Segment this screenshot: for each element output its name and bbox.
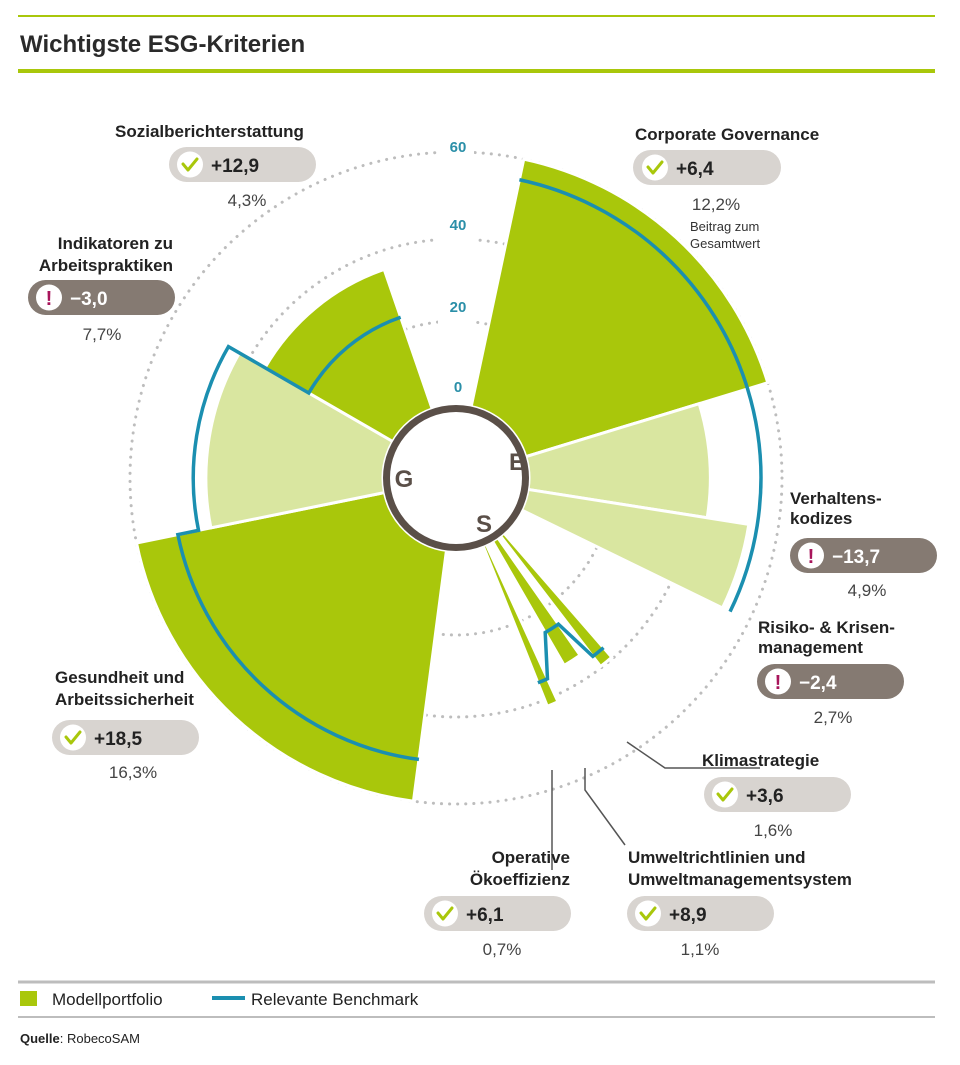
svg-text:+3,6: +3,6 [746,786,784,807]
svg-text:−2,4: −2,4 [799,673,837,694]
svg-text:−13,7: −13,7 [832,547,880,568]
pill-risiko: ! −2,4 [757,664,904,699]
check-icon [716,787,734,802]
label-gesundheit-1: Gesundheit und [55,668,184,687]
label-verhaltenskodizes-1: Verhaltens- [790,489,882,508]
label-risiko-2: management [758,638,863,657]
label-gesundheit-2: Arbeitssicherheit [55,690,194,709]
weight-verhaltenskodizes: 4,9% [848,581,887,600]
label-sozial: Sozialberichterstattung [115,122,304,141]
weight-indikatoren: 7,7% [83,325,122,344]
pill-oeko: +6,1 [424,896,571,931]
tick-label-0: 0 [454,379,462,396]
weight-corporate-governance: 12,2% [692,195,740,214]
pill-corporate-governance: +6,4 [633,150,781,185]
note-beitrag-line1: Beitrag zum [690,219,759,234]
exclamation-icon: ! [808,546,815,568]
pill-sozial: +12,9 [169,147,316,182]
pill-gesundheit: +18,5 [52,720,199,755]
chart-title: Wichtigste ESG-Kriterien [20,31,305,58]
label-risiko-1: Risiko- & Krisen- [758,618,895,637]
legend-label-benchmark: Relevante Benchmark [251,990,419,1009]
check-icon [646,160,664,175]
svg-text:+6,1: +6,1 [466,905,504,926]
benchmark-line-group-3 [175,315,420,762]
benchmark-line-group-1 [519,178,763,613]
svg-text:+8,9: +8,9 [669,905,707,926]
label-oeko-2: Ökoeffizienz [470,870,570,889]
exclamation-icon: ! [775,672,782,694]
label-umwelt-2: Umweltmanagementsystem [628,870,852,889]
tick-label-40: 40 [450,217,467,234]
svg-text:+6,4: +6,4 [676,159,714,180]
benchmark-line-group-2 [537,621,605,685]
tick-label-60: 60 [450,139,467,156]
grid-circle-60 [128,150,784,806]
weight-risiko: 2,7% [814,708,853,727]
check-icon [181,157,199,172]
tick-label-bg [438,120,474,400]
source-label: Quelle [20,1031,60,1046]
label-indikatoren-1: Indikatoren zu [58,234,173,253]
leader-klimastrategie [626,741,760,769]
weight-gesundheit: 16,3% [109,763,157,782]
label-verhaltenskodizes-2: kodizes [790,509,852,528]
pill-verhaltenskodizes: ! −13,7 [790,538,937,573]
tick-label-20: 20 [450,299,467,316]
legend-swatch-portfolio [20,991,37,1006]
pill-umwelt: +8,9 [627,896,774,931]
weight-oeko: 0,7% [483,940,522,959]
hub-inner [390,412,522,544]
source-text: : RobecoSAM [60,1031,140,1046]
leader-umwelt [584,768,626,846]
weight-klimastrategie: 1,6% [754,821,793,840]
weight-sozial: 4,3% [228,191,267,210]
hub-letter-g: G [395,466,414,493]
label-umwelt-1: Umweltrichtlinien und [628,848,806,867]
label-corporate-governance: Corporate Governance [635,125,819,144]
weight-umwelt: 1,1% [681,940,720,959]
hub-letter-s: S [476,511,492,538]
check-icon [639,906,657,921]
label-klimastrategie: Klimastrategie [702,751,819,770]
svg-text:+18,5: +18,5 [94,729,143,750]
hub-letter-e: E [509,449,525,476]
source: Quelle: RobecoSAM [20,1031,140,1046]
note-beitrag-line2: Gesamtwert [690,236,760,251]
bar-risiko-krisen-management [519,487,751,610]
svg-text:+12,9: +12,9 [211,156,259,177]
pill-klimastrategie: +3,6 [704,777,851,812]
label-oeko-1: Operative [492,848,570,867]
check-icon [436,906,454,921]
label-indikatoren-2: Arbeitspraktiken [39,256,173,275]
svg-text:−3,0: −3,0 [70,289,108,310]
exclamation-icon: ! [46,288,53,310]
check-icon [64,730,82,745]
legend-label-portfolio: Modellportfolio [52,990,163,1009]
pill-indikatoren: ! −3,0 [28,280,175,315]
